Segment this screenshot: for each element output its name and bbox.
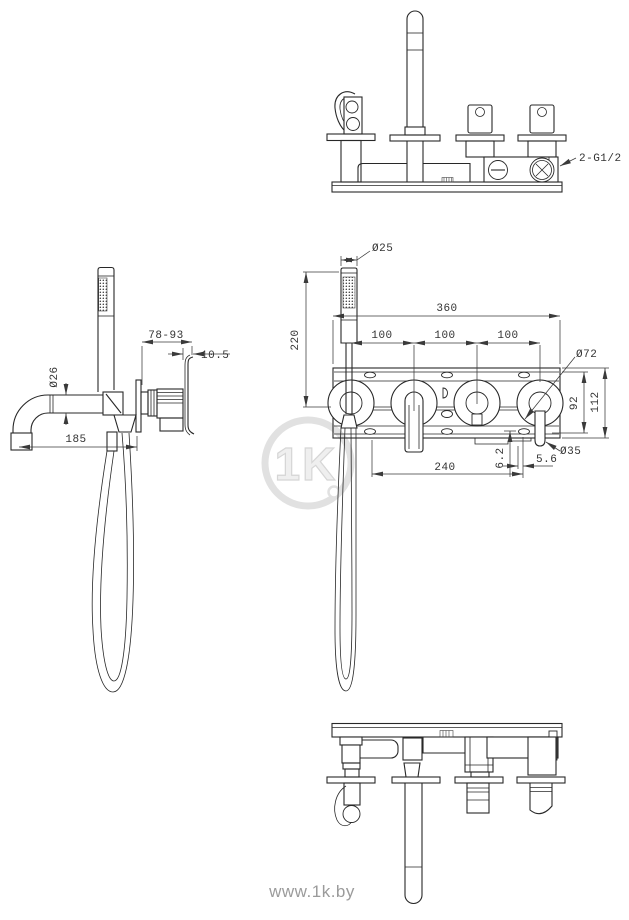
spray-face-front bbox=[342, 276, 356, 309]
holder-ring bbox=[339, 391, 363, 415]
hook-eye-upper bbox=[345, 100, 359, 114]
plate-slot bbox=[441, 428, 453, 435]
side-dimensions: 78-93 10.5 Ø26 185 bbox=[19, 330, 230, 451]
bottom-shower-holder bbox=[326, 736, 399, 827]
dim-thread-label: 2-G1/2 bbox=[579, 153, 622, 165]
footer-url: www.1k.by bbox=[268, 882, 355, 901]
plate-slot bbox=[364, 371, 376, 379]
bottom-clip-tab bbox=[439, 730, 454, 738]
valve-lever bbox=[534, 410, 546, 447]
side-wall-assembly bbox=[135, 354, 195, 436]
spout-escutcheon-bottom bbox=[391, 776, 441, 784]
dim-pitch-left: 100 bbox=[371, 330, 392, 342]
bottom-spout-column bbox=[391, 737, 441, 904]
valve-escutcheon-left bbox=[455, 134, 505, 142]
plate-slot bbox=[518, 371, 530, 379]
top-view: 2-G1/2 bbox=[326, 10, 622, 193]
top-plate bbox=[331, 181, 563, 193]
hook-eye-lower bbox=[346, 117, 360, 131]
plate-slot-d bbox=[442, 387, 448, 399]
spray-face bbox=[98, 277, 108, 312]
dim-slot-offset: 6.2 bbox=[495, 447, 507, 468]
top-spout-column bbox=[357, 10, 471, 182]
side-spout bbox=[10, 394, 103, 451]
diverter-tab bbox=[471, 413, 483, 426]
hose-nut bbox=[340, 414, 358, 429]
side-lever bbox=[105, 393, 122, 414]
front-handshower bbox=[340, 267, 358, 344]
top-shower-holder bbox=[326, 91, 376, 183]
valve-escutcheon-left-bottom bbox=[454, 776, 504, 784]
front-view: Ø25 220 360 100 100 100 Ø72 92 112 bbox=[290, 243, 609, 692]
side-escutcheon bbox=[135, 379, 142, 433]
dim-body-height: 92 bbox=[569, 396, 581, 410]
watermark-logo: 1K bbox=[261, 416, 355, 510]
spout-outlet bbox=[10, 432, 33, 451]
front-dimensions: Ø25 220 360 100 100 100 Ø72 92 112 bbox=[290, 243, 609, 478]
hook-loop bbox=[334, 785, 353, 827]
hook-eye bbox=[342, 805, 361, 823]
dim-handshower-diameter: Ø25 bbox=[372, 243, 393, 255]
top-valve-left bbox=[455, 104, 505, 158]
dim-mount-pitch: 240 bbox=[434, 462, 455, 474]
wall-bracket-inner bbox=[184, 354, 191, 436]
dim-flange-offset: 10.5 bbox=[201, 350, 229, 362]
thread-leader bbox=[559, 157, 577, 167]
front-rosettes bbox=[327, 345, 564, 453]
watermark-dot bbox=[327, 485, 341, 499]
bottom-view bbox=[326, 722, 566, 904]
wall-bracket bbox=[187, 356, 195, 435]
side-handshower bbox=[97, 266, 115, 392]
holder-escutcheon bbox=[326, 133, 376, 142]
plate-slot bbox=[441, 371, 453, 379]
top-clip-tab bbox=[441, 177, 454, 183]
top-valve-right bbox=[517, 104, 567, 158]
spout-escutcheon bbox=[389, 134, 441, 142]
dim-spout-reach: 185 bbox=[65, 434, 86, 446]
bottom-mid-block bbox=[422, 737, 471, 754]
bottom-valve-right bbox=[516, 736, 566, 815]
dim-mount-depth: 78-93 bbox=[148, 330, 184, 342]
front-hose bbox=[334, 343, 358, 692]
dim-total-height: 112 bbox=[590, 391, 602, 412]
dim-total-width: 360 bbox=[436, 303, 457, 315]
side-view: 78-93 10.5 Ø26 185 bbox=[10, 266, 230, 693]
dim-pitch-center: 100 bbox=[434, 330, 455, 342]
plate-slot bbox=[441, 410, 453, 418]
plate-slot bbox=[364, 428, 376, 435]
dim-handle-offset: 5.6 bbox=[536, 454, 557, 466]
dim-pitch-right: 100 bbox=[497, 330, 518, 342]
dim-spout-diameter: Ø26 bbox=[49, 366, 61, 387]
watermark-text: 1K bbox=[275, 438, 338, 490]
side-hose-loop bbox=[91, 432, 135, 693]
dim-handshower-length: 220 bbox=[290, 329, 302, 350]
holder-escutcheon-bottom bbox=[326, 776, 376, 784]
valve-escutcheon-right-bottom bbox=[516, 776, 566, 784]
dim-rosette-diameter: Ø72 bbox=[576, 349, 597, 361]
hose-stub bbox=[106, 431, 118, 452]
valve-escutcheon-right bbox=[517, 134, 567, 142]
top-inlet-block bbox=[483, 156, 559, 183]
side-mixer-body bbox=[102, 391, 137, 452]
mixer-lever bbox=[404, 391, 424, 453]
housing-step bbox=[474, 438, 532, 445]
dim-handle-diameter: Ø35 bbox=[560, 446, 581, 458]
plate-slot bbox=[518, 428, 530, 435]
